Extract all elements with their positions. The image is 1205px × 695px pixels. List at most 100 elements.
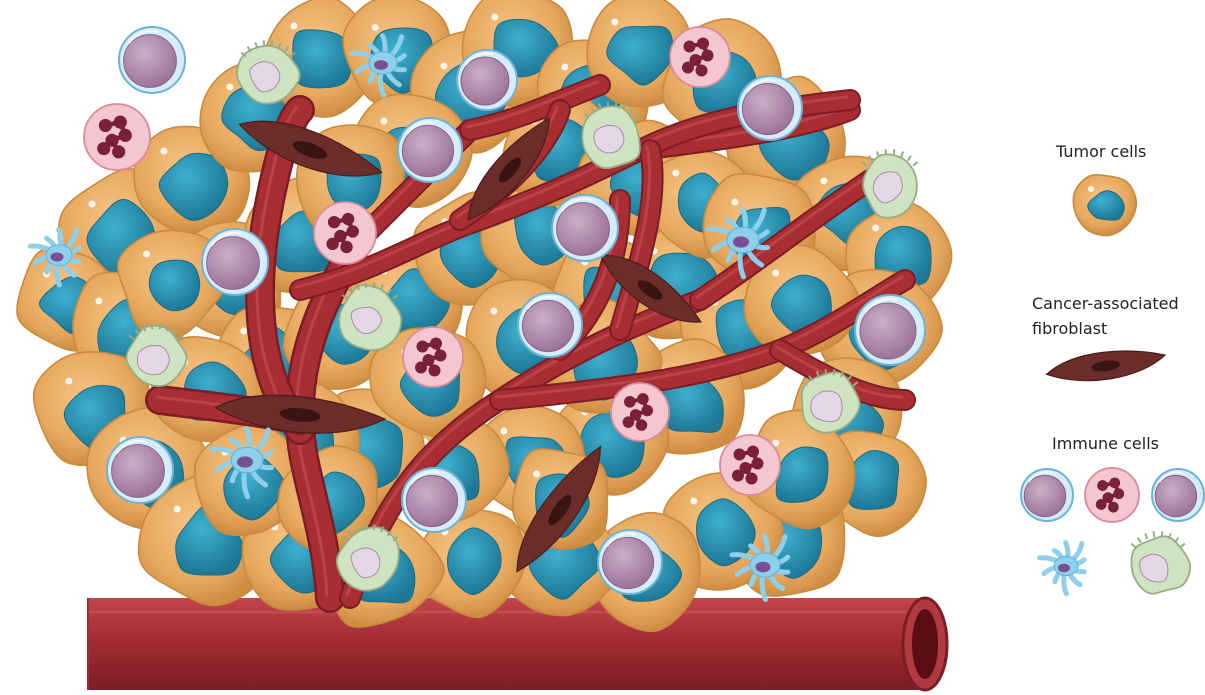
lymphocyte-nucleus bbox=[112, 445, 165, 498]
lymphocyte-icon bbox=[402, 468, 466, 532]
lymphocyte-nucleus bbox=[557, 203, 610, 256]
macrophage-spike bbox=[616, 101, 617, 107]
macrophage-spike bbox=[894, 149, 895, 155]
macrophage-spike bbox=[374, 524, 375, 530]
tumor-highlight bbox=[772, 270, 779, 277]
neutrophil-icon bbox=[611, 383, 669, 441]
tumor-highlight bbox=[611, 19, 618, 26]
dendritic-nucleus bbox=[733, 236, 749, 247]
neutrophil-icon bbox=[84, 104, 150, 170]
neutrophil-icon bbox=[720, 435, 780, 495]
macrophage-spike bbox=[1131, 544, 1136, 548]
macrophage-spike bbox=[608, 101, 609, 107]
tumor-highlight bbox=[561, 64, 568, 71]
tumor-highlight bbox=[95, 298, 102, 305]
tumor-highlight bbox=[490, 308, 497, 315]
lymphocyte-nucleus bbox=[522, 300, 573, 351]
dendritic-nucleus bbox=[1058, 564, 1070, 572]
macrophage-nucleus bbox=[137, 345, 169, 374]
tumor-cell-icon bbox=[1073, 175, 1136, 236]
neutrophil-lobe bbox=[623, 416, 635, 428]
legend-caf-label-line1: Cancer-associated bbox=[1032, 293, 1179, 315]
tumor-highlight bbox=[690, 498, 697, 505]
lymphocyte-nucleus bbox=[860, 303, 916, 359]
macrophage-spike bbox=[1138, 538, 1142, 543]
legend-icons bbox=[1021, 175, 1204, 594]
tumor-highlight bbox=[533, 471, 540, 478]
tumor-highlight bbox=[89, 201, 96, 208]
lymphocyte-icon bbox=[738, 76, 802, 140]
neutrophil-lobe bbox=[732, 470, 744, 482]
macrophage-spike bbox=[834, 369, 835, 375]
macrophage-spike bbox=[901, 152, 903, 158]
macrophage-spike bbox=[826, 369, 827, 375]
lymphocyte-icon bbox=[552, 195, 618, 261]
blood-vessel-icon bbox=[88, 598, 947, 690]
tumor-highlight bbox=[491, 14, 498, 21]
tumor-highlight bbox=[240, 328, 247, 335]
lymphocyte-nucleus bbox=[406, 475, 457, 526]
tumor-highlight bbox=[1088, 186, 1094, 192]
neutrophil-lobe bbox=[1096, 499, 1107, 510]
dendritic-cell-icon bbox=[1040, 543, 1085, 594]
macrophage-nucleus bbox=[594, 125, 624, 153]
macrophage-spike bbox=[1180, 544, 1185, 548]
tumor-highlight bbox=[226, 84, 233, 91]
lymphocyte-icon bbox=[598, 530, 662, 594]
legend-immune-cells-label: Immune cells bbox=[1052, 433, 1159, 455]
vessel-opening-inner bbox=[912, 609, 938, 679]
macrophage-spike bbox=[908, 156, 912, 161]
macrophage-spike bbox=[1175, 538, 1179, 543]
tumor-highlight bbox=[672, 170, 679, 177]
tumor-highlight bbox=[440, 63, 447, 70]
neutrophil-icon bbox=[314, 202, 376, 264]
lymphocyte-nucleus bbox=[1024, 475, 1066, 517]
lymphocyte-nucleus bbox=[742, 83, 793, 134]
neutrophil-icon bbox=[670, 27, 730, 87]
lymphocyte-icon bbox=[518, 293, 582, 357]
tumor-highlight bbox=[143, 251, 150, 258]
tumor-highlight bbox=[500, 428, 507, 435]
dendritic-nucleus bbox=[237, 456, 253, 467]
legend-tumor-cells-label: Tumor cells bbox=[1056, 141, 1146, 163]
macrophage-spike bbox=[160, 323, 161, 329]
neutrophil-lobe bbox=[326, 238, 338, 250]
fibroblast-icon bbox=[1045, 344, 1168, 388]
lymphocyte-nucleus bbox=[1155, 475, 1197, 517]
macrophage-spike bbox=[366, 524, 367, 530]
neutrophil-lobe bbox=[97, 142, 110, 155]
lymphocyte-nucleus bbox=[461, 57, 509, 105]
tumor-highlight bbox=[290, 23, 297, 30]
dendritic-nucleus bbox=[756, 562, 771, 573]
lymphocyte-icon bbox=[855, 295, 925, 365]
lymphocyte-icon bbox=[398, 118, 462, 182]
macrophage-icon bbox=[1131, 531, 1190, 593]
tumor-highlight bbox=[820, 178, 827, 185]
macrophage-spike bbox=[264, 40, 265, 46]
tumor-highlight bbox=[731, 199, 738, 206]
tumor-highlight bbox=[65, 378, 72, 385]
macrophage-spike bbox=[1154, 531, 1155, 537]
neutrophil-lobe bbox=[415, 362, 427, 374]
macrophage-spike bbox=[272, 40, 273, 46]
neutrophil-icon bbox=[1085, 468, 1139, 522]
lymphocyte-icon bbox=[1021, 469, 1073, 521]
macrophage-spike bbox=[152, 323, 153, 329]
neutrophil-lobe bbox=[682, 62, 694, 74]
tumor-highlight bbox=[380, 118, 387, 125]
legend-caf-label-line2: fibroblast bbox=[1032, 318, 1107, 340]
macrophage-spike bbox=[886, 149, 887, 155]
tumor-highlight bbox=[872, 225, 879, 232]
tumor-highlight bbox=[160, 148, 167, 155]
tumor-highlight bbox=[174, 506, 181, 513]
tumor-highlight bbox=[372, 24, 379, 31]
macrophage-spike bbox=[913, 162, 918, 166]
dendritic-nucleus bbox=[374, 60, 388, 70]
lymphocyte-icon bbox=[202, 229, 268, 295]
lymphocyte-nucleus bbox=[402, 125, 453, 176]
lymphocyte-icon bbox=[107, 437, 173, 503]
lymphocyte-icon bbox=[1152, 469, 1204, 521]
macrophage-spike bbox=[366, 282, 367, 288]
lymphocyte-icon bbox=[457, 50, 517, 110]
